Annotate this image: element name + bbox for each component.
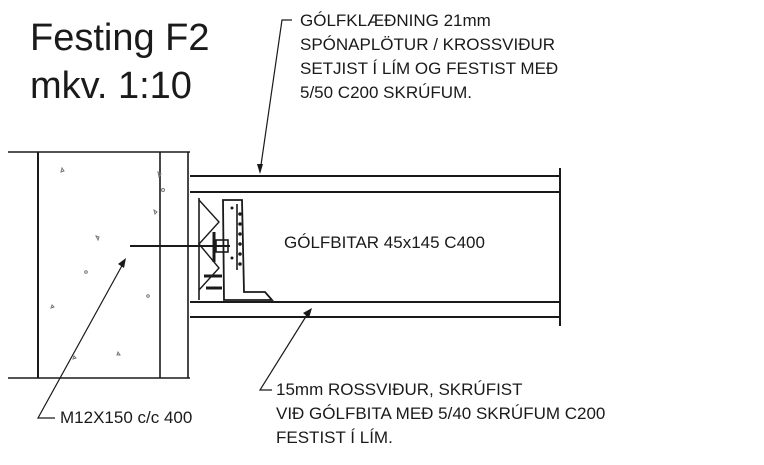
plywood-line-2: VIÐ GÓLFBITA MEÐ 5/40 SKRÚFUM C200 [276,404,606,423]
drawing-title: Festing F2 [30,17,210,59]
plywood-line-3: FESTIST Í LÍM. [276,428,393,447]
floor-covering-line-3: SETJIST Í LÍM OG FESTIST MEÐ [300,59,559,78]
plywood-note: 15mm ROSSVIÐUR, SKRÚFIST VIÐ GÓLFBITA ME… [276,378,605,450]
floor-covering-note: GÓLFKLÆÐNING 21mm SPÓNAPLÖTUR / KROSSVIÐ… [300,9,558,105]
leader-lines [36,19,311,419]
floor-covering-layer [190,175,560,193]
concrete-speckles [50,166,165,360]
wall-section [8,151,190,379]
floor-covering-line-1: GÓLFKLÆÐNING 21mm [300,11,491,30]
hanger-nails [230,206,242,266]
floor-covering-line-2: SPÓNAPLÖTUR / KROSSVIÐUR [300,35,556,54]
joist-hanger [198,198,274,301]
plywood-layer [190,301,560,318]
floor-covering-line-4: 5/50 C200 SKRÚFUM. [300,83,472,102]
plywood-line-1: 15mm ROSSVIÐUR, SKRÚFIST [276,380,523,399]
drawing-scale: mkv. 1:10 [30,65,192,107]
bolt-label: M12X150 c/c 400 [60,408,193,427]
joists-label: GÓLFBITAR 45x145 C400 [284,233,485,252]
leader-arrows [118,164,312,318]
